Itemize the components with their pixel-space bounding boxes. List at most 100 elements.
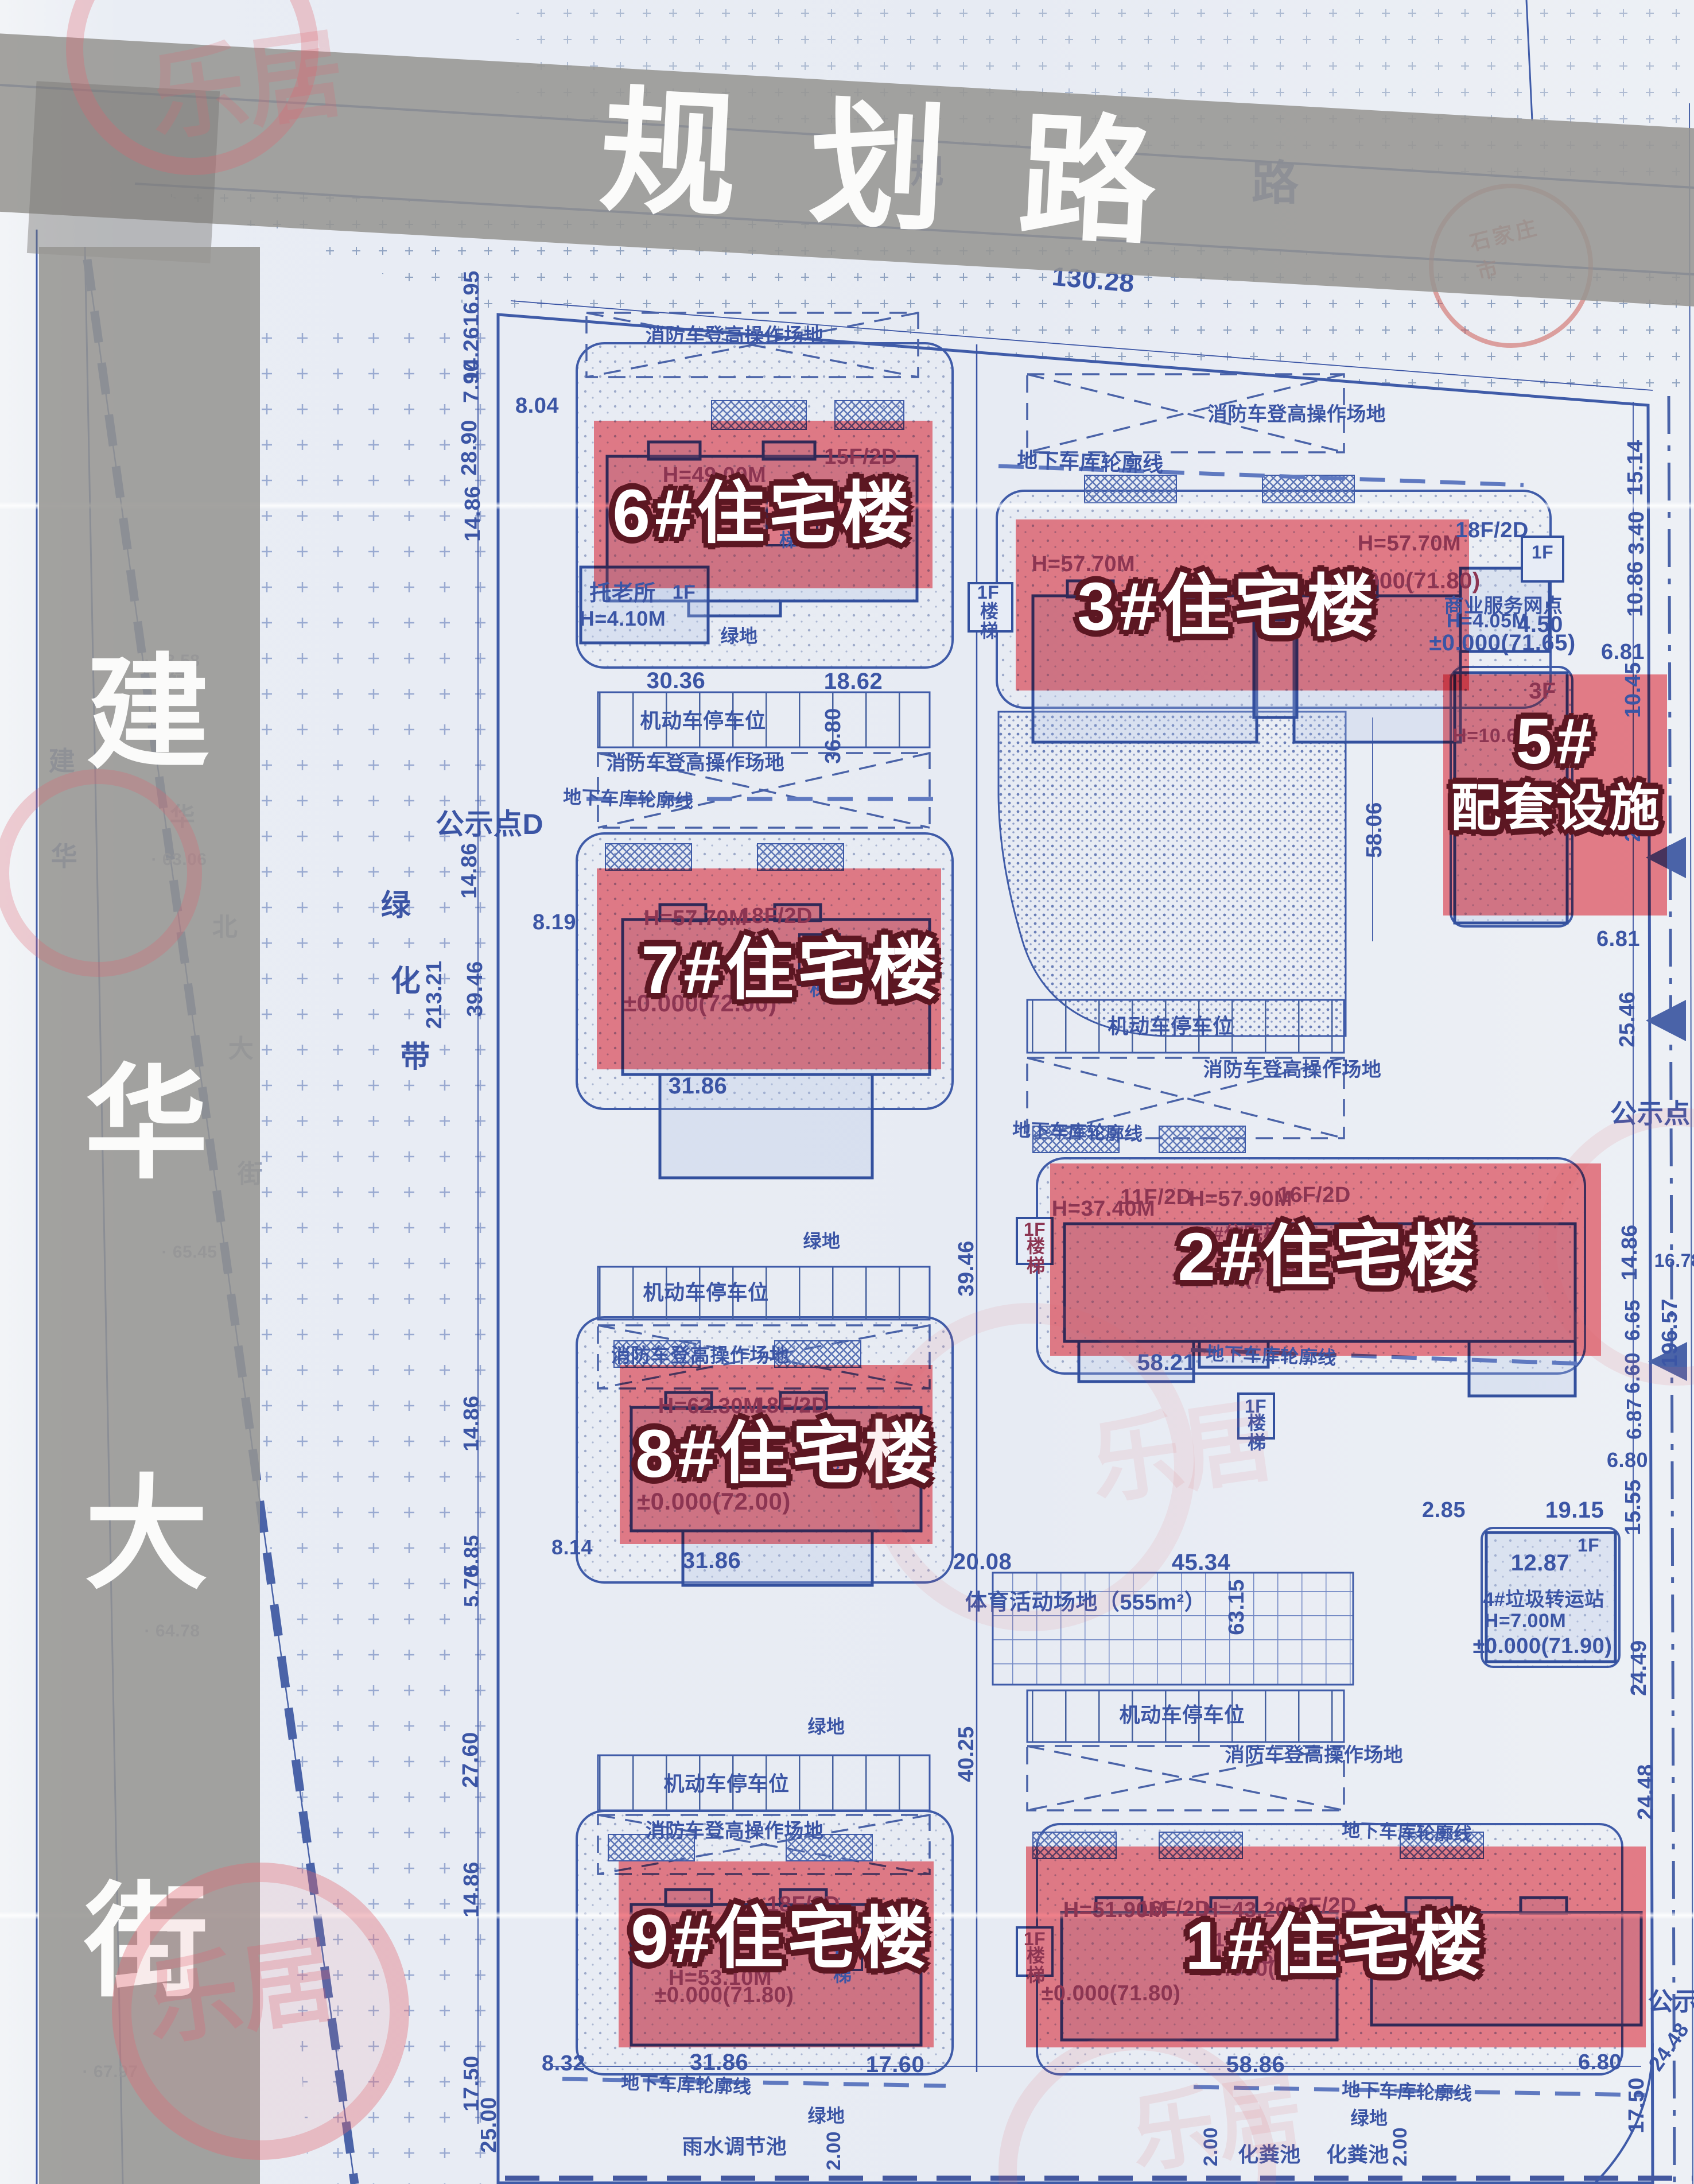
- plan-label: 楼梯: [777, 511, 798, 550]
- plan-label: 39.46: [463, 961, 487, 1017]
- highlight-building-1: [1026, 1846, 1646, 2047]
- plan-label: 18F/2D: [1455, 518, 1529, 542]
- building-label-1: 1#住宅楼: [1185, 1908, 1487, 1984]
- plan-label: 16F/2D: [1137, 1897, 1211, 1921]
- building-label-6: 6#住宅楼: [612, 476, 914, 552]
- plan-label: 18F/2D: [767, 1892, 840, 1917]
- plan-label: H=43.20M: [1202, 1898, 1307, 1922]
- garage-outline: [562, 464, 1645, 2097]
- plan-label: 36.80: [821, 708, 845, 764]
- plan-label: 14.86: [461, 486, 485, 542]
- plan-label: 楼梯: [807, 960, 828, 999]
- plan-label: 20.08: [953, 1549, 1012, 1574]
- plan-label: 地下车库轮廓线: [1012, 1119, 1144, 1145]
- plan-label: 17.50: [1625, 2077, 1649, 2133]
- plan-label: 机动车停车位: [640, 709, 766, 732]
- plan-label: 14.86: [1618, 1224, 1642, 1281]
- plan-label: 58.21: [1137, 1350, 1196, 1375]
- plan-label: 带: [400, 1041, 431, 1074]
- plan-label: 16.95: [460, 270, 484, 327]
- left-road-char-2: 华: [84, 1056, 208, 1194]
- building-sublabel-5: 配套设施: [1450, 779, 1662, 836]
- plan-label: 17.60: [865, 2052, 925, 2077]
- highlight-building-9: [619, 1861, 934, 2047]
- plan-label: 1F: [834, 1927, 857, 1948]
- plan-label: 消防车登高操作场地: [1207, 404, 1386, 425]
- top-road-char-1: 规: [596, 76, 741, 235]
- plan-label: 6.81: [1596, 927, 1640, 951]
- plan-label: 地下车库轮廓线: [1205, 1343, 1337, 1368]
- plan-label: ±0.000(71.80): [654, 1983, 794, 2007]
- plan-label: 7.90: [460, 359, 484, 403]
- plan-label: ±0.000(71.80): [1172, 1264, 1319, 1289]
- plan-label: 39.46: [954, 1240, 978, 1297]
- plan-label: 化: [390, 965, 421, 998]
- plan-label: 地下车库轮廓线: [620, 2072, 752, 2097]
- plan-label: 30.36: [646, 668, 706, 693]
- plan-label: 14.86: [460, 1395, 484, 1452]
- top-road-char-2: 划: [806, 90, 950, 249]
- plan-label: 1F: [806, 939, 829, 960]
- plan-label: H=47.30M: [1196, 1239, 1289, 1261]
- highlight-building-3: [1016, 519, 1469, 690]
- plan-label: 绿: [380, 889, 411, 922]
- plan-label: H=7.00M: [1484, 1610, 1567, 1632]
- plan-label: H=57.70M: [1031, 552, 1136, 576]
- plan-label: H=37.40M: [1051, 1197, 1156, 1221]
- plan-label: H=57.70M: [1357, 532, 1462, 556]
- plan-label: 2.85: [1422, 1498, 1466, 1522]
- plan-label: 化粪池: [1238, 2143, 1301, 2166]
- plan-label: 18F/2D: [739, 904, 813, 928]
- plan-label: 19.15: [1545, 1498, 1604, 1523]
- plan-label: 6.80: [1606, 1448, 1649, 1472]
- plan-label: 机动车停车位: [663, 1772, 790, 1795]
- plan-label: 24.48: [1634, 1764, 1658, 1820]
- highlight-building-7: [597, 868, 941, 1069]
- plan-label: 45.34: [1171, 1550, 1231, 1575]
- plan-label: H=53.10M: [668, 1966, 772, 1990]
- plan-label: 213.21: [422, 960, 446, 1029]
- plan-label: 消防车登高操作场地: [1203, 1059, 1382, 1081]
- plan-label: 58.86: [1226, 2052, 1285, 2077]
- plan-label: 绿地: [807, 2105, 845, 2126]
- plan-label: 8.14: [551, 1535, 593, 1559]
- plan-label: ±0.000(71.80): [1199, 1957, 1339, 1981]
- plan-label: 40.25: [954, 1726, 978, 1782]
- building-label-7: 7#住宅楼: [641, 932, 943, 1008]
- plan-label: 1F: [822, 1428, 845, 1449]
- plan-label: 14.86: [460, 1861, 484, 1918]
- plan-label: 机动车停车位: [1119, 1703, 1245, 1727]
- plan-label: 2.00: [1389, 2127, 1411, 2167]
- plan-label: 15.55: [1621, 1479, 1645, 1535]
- plan-label: 31.86: [689, 2050, 749, 2075]
- plan-label: 18F/2D: [754, 1394, 827, 1418]
- plan-label: 6.80: [1578, 2050, 1622, 2074]
- plan-label: 10.45: [1621, 662, 1645, 718]
- plan-label: 13F/2D: [1283, 1894, 1357, 1918]
- plan-label: 25.46: [1615, 991, 1639, 1048]
- plan-label: 1F: [1531, 542, 1554, 563]
- left-road-char-4: 街: [84, 1874, 208, 2012]
- plan-label: 24.49: [1627, 1640, 1651, 1696]
- plan-label: 地下车库轮廓线: [1341, 2079, 1473, 2104]
- plan-label: 3.40: [1625, 511, 1649, 554]
- plan-label: H=10.65M: [1452, 725, 1545, 747]
- plan-label: 31.86: [668, 1073, 728, 1099]
- plan-label: 196.57: [1658, 1298, 1682, 1367]
- plan-label: H=38.60M: [1208, 1946, 1301, 1968]
- plan-label: 12.87: [1510, 1550, 1570, 1576]
- building-label-2: 2#住宅楼: [1178, 1219, 1479, 1295]
- plan-label: 机动车停车位: [1108, 1014, 1234, 1038]
- plan-label: 4.50: [1517, 612, 1563, 637]
- plan-label: H=4.05M: [1446, 610, 1529, 632]
- green-belt-texture: [259, 313, 498, 2184]
- plan-label: 8.04: [515, 394, 559, 418]
- plan-label: 公示点: [1610, 1099, 1691, 1128]
- plan-label: 楼梯: [831, 1946, 852, 1985]
- highlight-building-2: [1050, 1163, 1601, 1356]
- plan-label: 楼梯: [1024, 1946, 1045, 1985]
- top-road-char-3: 路: [1015, 103, 1160, 262]
- plan-label: 地下车库轮廓线: [1341, 1820, 1473, 1845]
- plan-label: 1F: [1577, 1535, 1600, 1555]
- plan-label: 化粪池: [1326, 2143, 1389, 2166]
